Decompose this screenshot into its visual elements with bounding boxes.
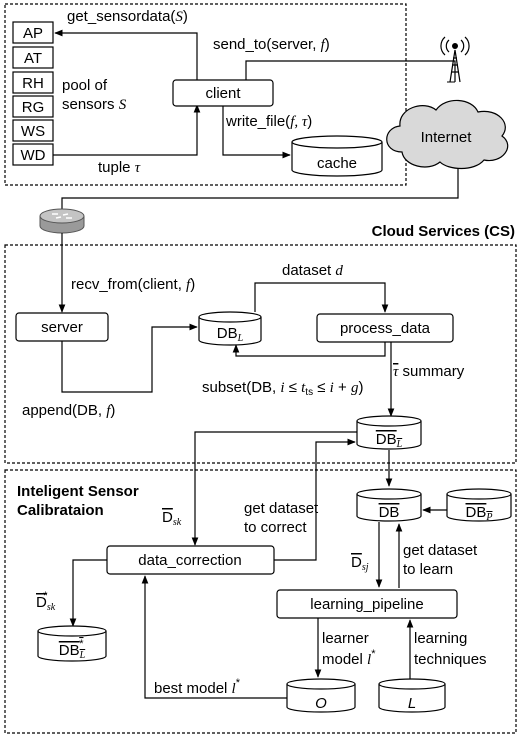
- server-label: server: [41, 319, 83, 336]
- db-bar-l-label: DBL: [376, 431, 403, 450]
- db-star-l-label: DBL*: [59, 638, 86, 661]
- sensor-box-at: [12, 46, 54, 69]
- sensor-at: AT: [24, 50, 42, 67]
- pool-label-2: sensors S: [62, 96, 127, 113]
- db-l-cylinder: [198, 311, 262, 346]
- process-data-label: process_data: [340, 320, 431, 337]
- db-p-label: DBP: [466, 504, 493, 523]
- dataset-label: dataset d: [282, 262, 343, 279]
- edge-region: [4, 3, 407, 186]
- best-model-arrow: [141, 575, 287, 699]
- db-p-cylinder: [446, 488, 512, 522]
- learning-pipeline-label: learning_pipeline: [310, 596, 423, 613]
- sensor-rg: RG: [22, 99, 45, 116]
- append-label: append(DB, f): [22, 402, 115, 419]
- sensor-box-rh: [12, 71, 54, 94]
- o-cylinder: [286, 678, 356, 713]
- tuple-label: tuple τ: [98, 159, 141, 176]
- send-to-arrow: [245, 60, 456, 82]
- write-file-arrow: [222, 106, 291, 159]
- o-label: O: [315, 695, 327, 712]
- client-label: client: [205, 85, 241, 102]
- techniques-label-1: learning: [414, 630, 467, 647]
- write-file-label: write_file(f, τ): [225, 113, 312, 130]
- sensor-box-ws: [12, 119, 54, 142]
- techniques-label-2: techniques: [414, 651, 487, 668]
- cloud-services-region: [4, 244, 517, 464]
- pool-label-1: pool of: [62, 77, 108, 94]
- summary-label: τ summary: [393, 363, 465, 380]
- get-learn-label-1: get dataset: [403, 542, 478, 559]
- internet-label: Internet: [421, 129, 473, 146]
- learning-pipeline-box: [276, 589, 458, 619]
- sensor-box-rg: [12, 95, 54, 118]
- get-dataset-correct-arrow: [274, 438, 356, 561]
- db-bar-cylinder: [356, 488, 422, 522]
- dsk-star-arrow: [69, 559, 107, 627]
- subset-arrow: [232, 342, 386, 357]
- sensor-list: AP AT RH RG WS WD: [12, 21, 54, 166]
- l-label: L: [408, 695, 416, 712]
- sensor-rh: RH: [22, 75, 44, 92]
- router-icon: [39, 208, 85, 234]
- sensor-ws: WS: [21, 123, 45, 140]
- get-learn-label-2: to learn: [403, 561, 453, 578]
- cache-label: cache: [317, 155, 357, 172]
- isc-title-1: Inteligent Sensor: [17, 483, 139, 500]
- db-star-l-cylinder: [37, 625, 107, 662]
- dataset-arrow: [254, 282, 389, 313]
- l-cylinder: [378, 678, 446, 713]
- subset-label: subset(DB, i ≤ tts ≤ i + g): [202, 379, 363, 398]
- db-bar-label: DB: [379, 504, 400, 521]
- tuple-arrow: [53, 104, 201, 156]
- recv-from-label: recv_from(client, f): [71, 276, 195, 293]
- internet-cloud: [386, 99, 509, 170]
- dsk-star-label: Dsk*: [36, 590, 56, 613]
- get-correct-label-1: get dataset: [244, 500, 319, 517]
- learner-label-1: learner: [322, 630, 369, 647]
- sensor-wd: WD: [21, 147, 46, 164]
- isc-region: [4, 469, 517, 734]
- internet-router-link: [61, 168, 459, 210]
- dsk-arrow: [191, 431, 357, 546]
- append-arrow: [61, 323, 198, 393]
- cache-cylinder: [291, 135, 383, 177]
- get-sensordata-label: get_sensordata(S): [67, 8, 188, 25]
- db-bar-l-cylinder: [356, 415, 422, 450]
- sensor-ap: AP: [23, 25, 43, 42]
- data-correction-label: data_correction: [138, 552, 241, 569]
- db-l-label: DBL: [217, 325, 244, 344]
- send-to-label: send_to(server, f): [213, 36, 330, 53]
- antenna-icon: [440, 36, 470, 83]
- get-correct-label-2: to correct: [244, 519, 307, 536]
- sensor-box-ap: [12, 21, 54, 44]
- get-sensordata-arrow: [54, 29, 198, 80]
- dsk-label: Dsk: [162, 509, 182, 528]
- cloud-services-title: Cloud Services (CS): [372, 223, 515, 240]
- dsj-label: Dsj: [351, 554, 369, 573]
- isc-title-2: Calibrataion: [17, 502, 104, 519]
- learner-label-2: model l*: [322, 648, 376, 668]
- best-model-label: best model l*: [154, 677, 241, 697]
